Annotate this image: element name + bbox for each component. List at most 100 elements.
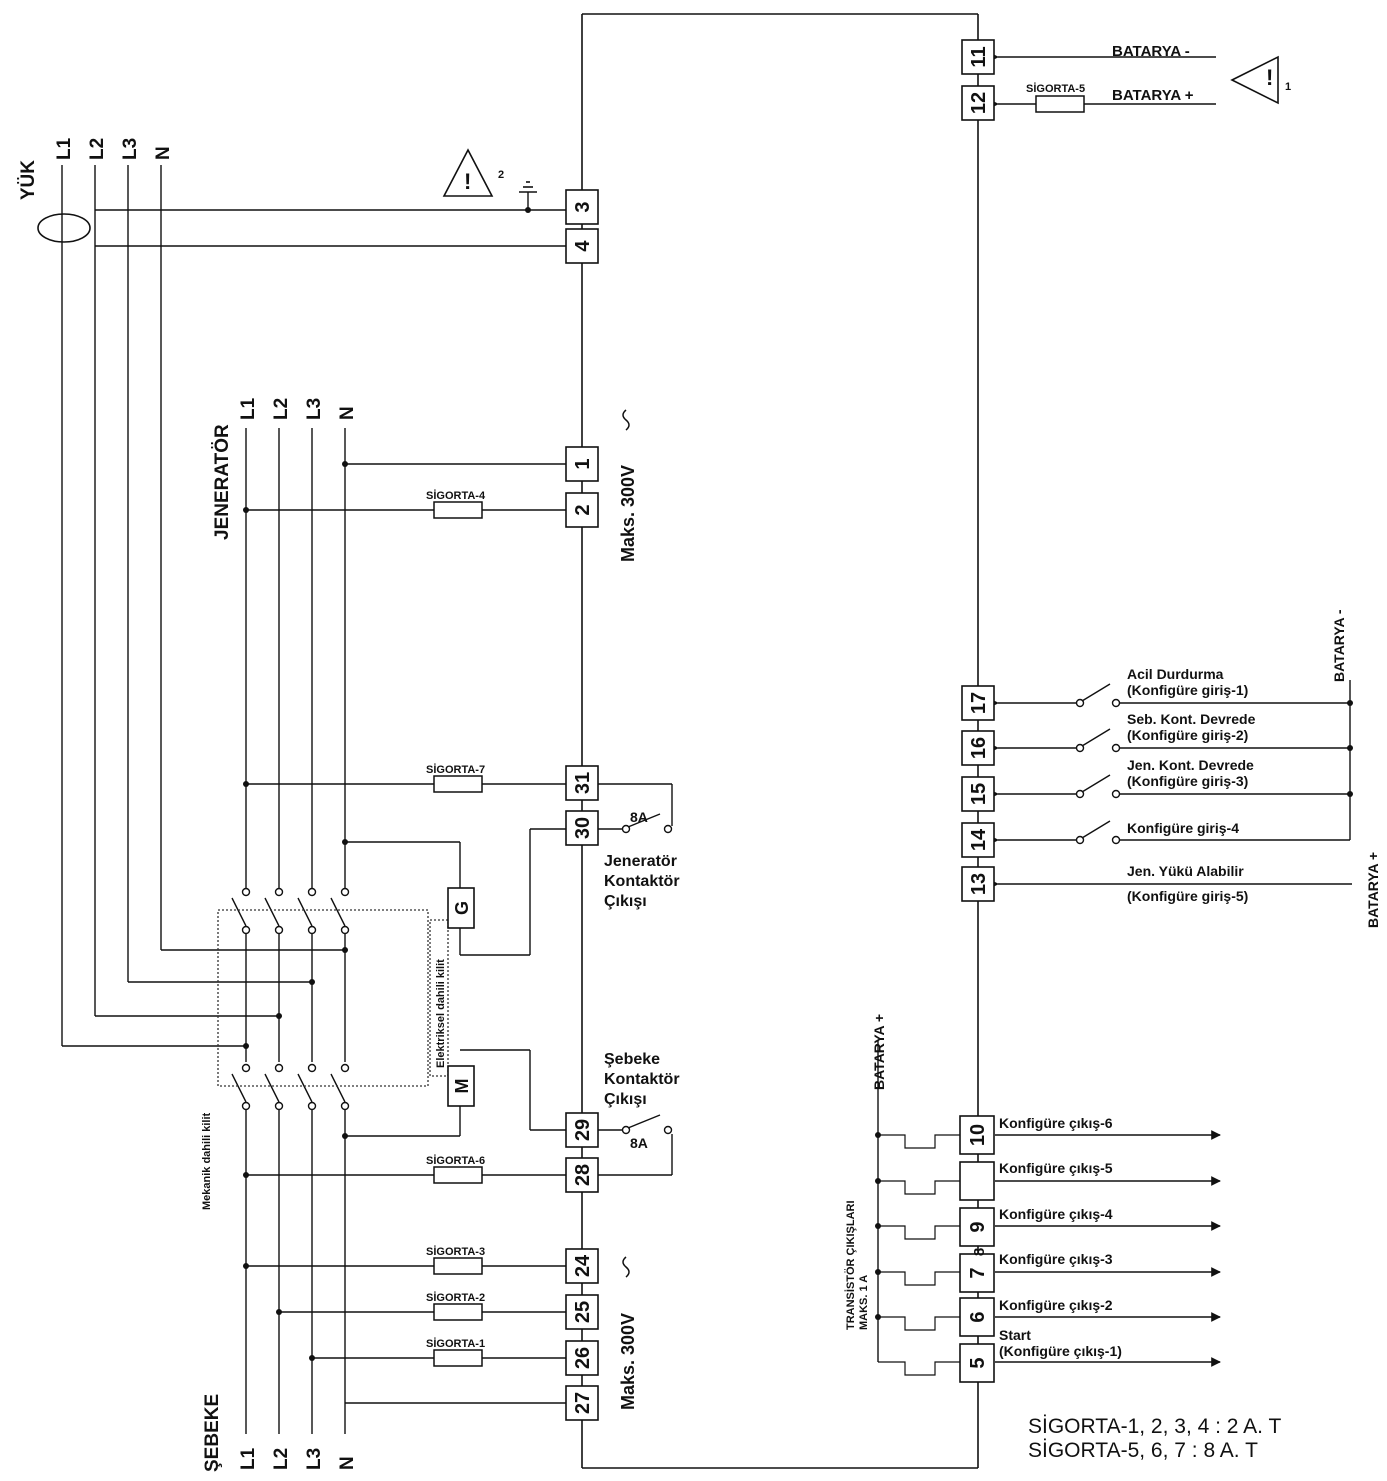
terminal-label-29: 29 [572,1119,594,1141]
ac-symbols [622,409,630,1278]
battery-labels: BATARYA - BATARYA + BATARYA - BATARYA + … [871,43,1381,1090]
terminal-block-4 [565,228,599,264]
svg-text:TRANSİSTÖR ÇIKIŞLARI: TRANSİSTÖR ÇIKIŞLARI [844,1200,857,1330]
terminal-label-17: 17 [968,692,990,714]
svg-text:L1: L1 [238,397,259,420]
input-switches [1075,683,1121,845]
relay-amp-labels: 8A 8A [630,809,648,1151]
transistor-drivers [878,1134,960,1376]
terminal-block-24 [565,1248,599,1284]
fuse-labels: SİGORTA-4 SİGORTA-7 SİGORTA-6 SİGORTA-3 … [426,82,1085,1350]
svg-text:M: M [452,1079,472,1094]
svg-text:Konfigüre çıkış-4: Konfigüre çıkış-4 [999,1206,1113,1222]
svg-text:Acil Durdurma: Acil Durdurma [1127,666,1224,682]
terminal-label-16: 16 [968,737,990,759]
jenerator-label: JENERATÖR [212,424,233,540]
svg-text:(Konfigüre giriş-3): (Konfigüre giriş-3) [1127,773,1248,789]
fuse-7 [433,775,483,793]
svg-text:SİGORTA-4: SİGORTA-4 [426,489,486,502]
terminal-label-31: 31 [572,772,594,794]
terminal-block-2 [565,492,599,528]
svg-text:(Konfigüre giriş-2): (Konfigüre giriş-2) [1127,727,1248,743]
terminal-block-15 [961,776,995,812]
svg-text:SİGORTA-3: SİGORTA-3 [426,1245,485,1258]
svg-text:Start: Start [999,1327,1031,1343]
electrical-interlock-label: Elektriksel dahili kilit [435,959,447,1068]
terminal-block-3 [565,189,599,225]
svg-text:L1: L1 [54,137,75,160]
terminal-label-10: 10 [967,1124,989,1146]
terminal-block-25 [565,1294,599,1330]
phase-labels: L1 L2 L3 N L1 L2 L3 N L1 L2 L3 N [54,137,358,1470]
svg-text:1: 1 [1285,81,1291,93]
mechanical-interlock-box [217,909,429,1087]
svg-text:SİGORTA-7: SİGORTA-7 [426,763,485,776]
warning-icon-1: ! 1 [1230,55,1291,105]
fuse-2 [433,1303,483,1321]
terminal-label-14: 14 [968,828,990,851]
coil-g: G [447,887,475,929]
terminal-block-30 [565,810,599,846]
terminal-block-6 [959,1297,995,1337]
voltage-labels: Maks. 300V Maks. 300V [618,465,638,1410]
mains-contactor-label: Şebeke Kontaktör Çıkışı [604,1051,680,1108]
terminal-block-28 [565,1157,599,1193]
terminal-label-4: 4 [572,240,594,252]
terminal-block-17 [961,685,995,721]
svg-text:Çıkışı: Çıkışı [604,1091,647,1108]
fuses [433,95,1085,1367]
coil-m: M [447,1065,475,1107]
svg-text:N: N [153,146,174,160]
svg-text:Jen. Kont. Devrede: Jen. Kont. Devrede [1127,757,1254,773]
terminal-label-27: 27 [572,1392,594,1414]
relay-contact-generator [621,813,673,834]
svg-text:BATARYA +: BATARYA + [1365,852,1381,928]
terminal-block-12 [961,85,995,121]
svg-text:L2: L2 [87,138,108,160]
svg-text:SİGORTA-5, 6, 7 : 8 A. T: SİGORTA-5, 6, 7 : 8 A. T [1028,1439,1258,1462]
terminal-block-26 [565,1340,599,1376]
ground-icon [519,181,537,193]
svg-text:N: N [337,406,358,420]
svg-text:!: ! [1266,65,1273,90]
svg-text:2: 2 [498,169,504,181]
terminal-block-13 [961,866,995,902]
terminal-block-16 [961,730,995,766]
output-labels: Konfigüre çıkış-6 Konfigüre çıkış-5 Konf… [999,1115,1122,1359]
terminal-block-14 [961,822,995,858]
svg-text:Jen. Yükü Alabilir: Jen. Yükü Alabilir [1127,863,1244,879]
svg-text:L3: L3 [304,398,325,420]
svg-text:Seb. Kont. Devrede: Seb. Kont. Devrede [1127,711,1256,727]
terminal-label-26: 26 [572,1347,594,1369]
terminal-block-5 [959,1343,995,1383]
svg-text:SİGORTA-6: SİGORTA-6 [426,1154,485,1167]
terminal-blocks: 1112341231302928242526271716151413109786… [565,39,995,1421]
terminal-label-2: 2 [572,504,594,515]
svg-text:L3: L3 [304,1448,325,1470]
controller-body [581,13,979,1469]
terminal-label-12: 12 [968,92,990,114]
terminal-label-30: 30 [572,817,594,839]
terminal-block-7 [959,1253,995,1293]
svg-text:Kontaktör: Kontaktör [604,873,680,890]
yuk-label: YÜK [18,160,39,200]
svg-text:Çıkışı: Çıkışı [604,893,647,910]
svg-text:G: G [452,901,472,915]
svg-text:L3: L3 [120,138,141,160]
svg-text:SİGORTA-5: SİGORTA-5 [1026,82,1085,95]
terminal-label-8: 8 [971,1248,988,1256]
terminal-label-15: 15 [968,783,990,805]
svg-text:Kontaktör: Kontaktör [604,1071,680,1088]
svg-text:!: ! [464,169,471,194]
svg-text:BATARYA +: BATARYA + [1112,87,1194,104]
svg-text:Konfigüre çıkış-6: Konfigüre çıkış-6 [999,1115,1113,1131]
terminal-label-1: 1 [572,458,594,469]
terminal-label-28: 28 [572,1164,594,1186]
group-labels: YÜK JENERATÖR ŞEBEKE [18,160,233,1472]
contactor-switches [231,887,350,1111]
svg-text:L2: L2 [271,398,292,420]
svg-text:Maks. 300V: Maks. 300V [618,465,638,562]
svg-text:BATARYA -: BATARYA - [1331,609,1347,682]
wires [61,52,1352,1434]
svg-text:Konfigüre giriş-4: Konfigüre giriş-4 [1127,820,1239,836]
